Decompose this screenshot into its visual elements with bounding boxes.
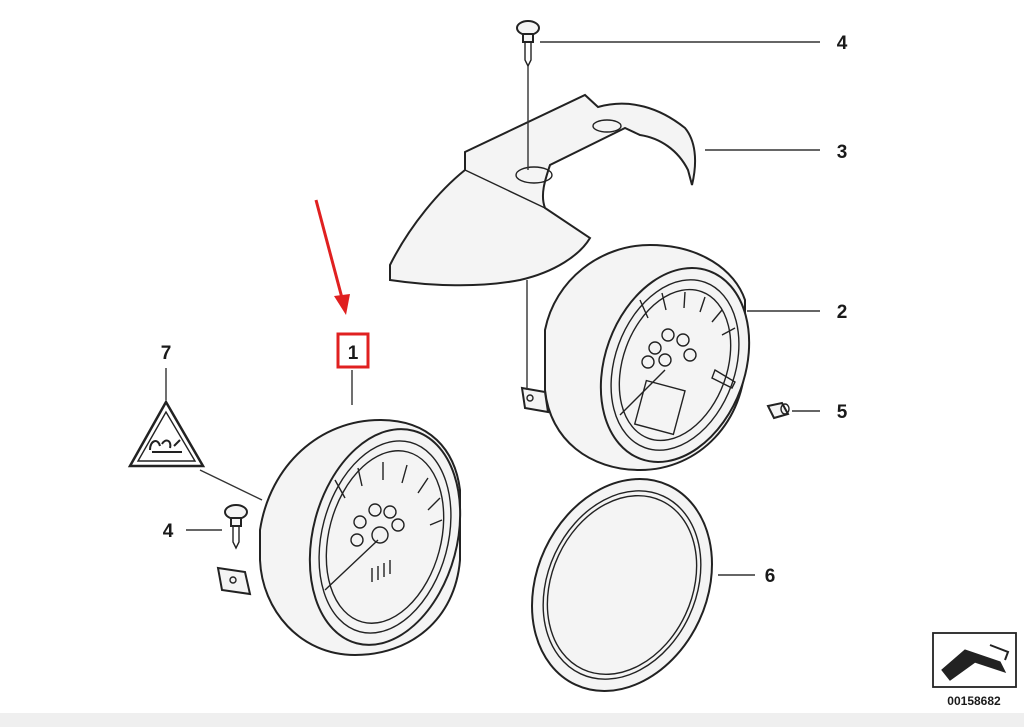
part-2-instrument [520, 243, 751, 472]
part-4-screw-left [224, 504, 248, 550]
callout-7: 7 [161, 343, 172, 364]
part-3-cover [389, 93, 697, 287]
leader-lines [165, 41, 820, 576]
callout-3: 3 [837, 142, 848, 163]
highlight-box [336, 332, 370, 369]
reference-code: 00158682 [947, 694, 1001, 708]
part-7-warning-label [127, 399, 206, 468]
part-1-instrument [216, 418, 462, 657]
callout-4-top: 4 [837, 33, 848, 54]
part-5-pin [766, 401, 790, 420]
reference-logo [932, 632, 1017, 688]
callout-4-left: 4 [163, 521, 174, 542]
callout-1: 1 [348, 343, 359, 364]
part-6-ring [531, 478, 713, 692]
callout-6: 6 [765, 566, 776, 587]
callout-2: 2 [837, 302, 848, 323]
bottom-strip [0, 713, 1024, 727]
highlight-arrow [314, 199, 350, 315]
callout-5: 5 [837, 402, 848, 423]
part-4-screw-top [516, 20, 540, 68]
